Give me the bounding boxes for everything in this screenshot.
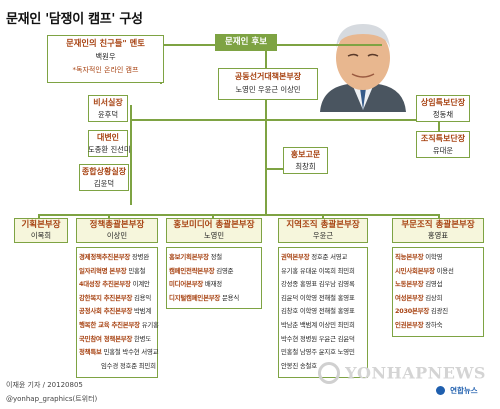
connector [265,44,267,215]
credit-line: 이재윤 기자 / 20120805 [6,381,83,389]
division-policy-header: 정책총괄본부장 [76,218,158,243]
chief-secretary-box [88,95,128,122]
list-item: 김윤덕 이학영 전해철 홍영표 [281,293,355,302]
list-item: 직능본부장 이학영 [395,253,443,261]
list-item: 인권본부장 장하숙 [395,320,443,329]
division-policy-label: 정책총괄본부장 [89,220,145,230]
list-item: 정책특보 민홍철 박수현 서영교 [79,348,159,357]
resident-chief-label: 상임특보단장 [420,98,466,107]
mentor-name: 백원우 [95,52,116,61]
resident-chief-name: 정동채 [432,110,454,119]
connector [130,105,132,205]
situation-room-name: 김윤덕 [93,179,115,188]
pr-advisor-box [283,147,328,174]
division-sector-name: 홍영표 [427,231,449,240]
list-item: 2030본부장 김광진 [395,307,448,316]
list-item: 시민사회본부장 이용선 [395,266,454,275]
regional-list: 권역본부장 정호준 서영교 유기홍 유대운 이목희 최민희 강성종 홍영표 김우… [278,247,368,378]
division-media-name: 노영민 [203,231,225,240]
list-item: 강한복지 추진본부장 김용익 [79,293,152,302]
sector-list: 직능본부장 이학영 시민사회본부장 이용선 노동본부장 김영섭 여성본부장 김상… [392,247,484,337]
division-regional-name: 우윤근 [312,231,334,240]
spokesperson-box [88,130,128,157]
list-item: 캠페인전략본부장 김영준 [169,266,234,275]
resident-chief-box [416,95,470,122]
connector [266,168,283,170]
list-item: 권역본부장 정호준 서영교 [281,253,348,261]
list-item: 민홍철 남영주 윤지호 노영민 [281,348,355,357]
watermark: YONHAPNEWS [318,362,486,384]
candidate-box: 문재인 후보 [215,34,277,51]
chief-secretary-name: 윤후덕 [97,110,119,119]
mentor-box [47,35,164,83]
list-item: 김창호 이학영 전해철 홍영표 [281,307,355,316]
list-item: 국민참여 정책본부장 한병도 [79,334,152,343]
spokesperson-names: 도종환 진선미 [88,145,131,154]
pr-advisor-label: 홍보고문 [290,150,321,159]
list-item: 안봉진 송철호 [281,361,317,370]
pr-advisor-name: 최창희 [295,162,316,171]
division-sector-label: 부문조직 총괄본부장 [401,220,475,230]
list-item: 유기홍 유대운 이목희 최민희 [281,266,355,275]
situation-room-box [79,164,129,191]
connector [212,214,214,220]
connector [438,214,440,220]
division-regional-header: 지역조직 총괄본부장 [278,218,368,243]
media-list: 홍보기획본부장 정철 캠페인전략본부장 김영준 미디어본부장 배재정 디지털캠페… [166,247,262,309]
spokesperson-label: 대변인 [96,133,120,142]
org-special-box [416,131,470,158]
division-policy-name: 이상민 [106,231,128,240]
division-planning-name: 이목희 [30,231,52,240]
list-item: 디지털캠페인본부장 문용식 [169,293,240,302]
division-planning-label: 기획본부장 [21,220,61,230]
list-item: 노동본부장 김영섭 [395,280,443,289]
list-item: 여성본부장 김상희 [395,293,443,302]
list-item: 강성종 홍영표 김우남 김영록 [281,280,355,289]
mentor-note: *독자적인 온라인 캠프 [72,66,139,74]
mentor-label: 문재인의 친구들" 멘토 [66,38,145,48]
list-item: 미디어본부장 배재정 [169,280,222,289]
watermark-text: YONHAPNEWS [345,363,486,383]
list-item: 박남춘 백범계 이상민 최민희 [281,320,355,329]
list-item: 박수현 정병원 우윤근 김윤덕 [281,334,355,343]
connector [108,214,110,220]
division-media-label: 홍보미디어 총괄본부장 [173,220,255,230]
list-item: 일자리혁명 본부장 민홍철 [79,266,146,275]
list-item: 4대성장 추진본부장 이계안 [79,280,150,289]
division-media-header: 홍보미디어 총괄본부장 [166,218,262,243]
chief-secretary-label: 비서실장 [93,98,123,107]
division-sector-header: 부문조직 총괄본부장 [392,218,484,243]
policy-list: 경제정책추진본부장 장병완 일자리혁명 본부장 민홍철 4대성장 추진본부장 이… [76,247,159,378]
yonhap-logo: 연합뉴스 [436,380,478,399]
watermark-circle-icon [318,362,340,384]
list-item: 공정사회 추진본부장 박범계 [79,307,152,316]
cochair-names: 노영민 우윤근 이상민 [235,85,301,94]
division-planning-header: 기획본부장 [14,218,68,243]
credit-handle: @yonhap_graphics(트위터) [6,395,98,403]
connector [130,119,440,121]
org-special-name: 유대운 [432,146,454,155]
division-regional-label: 지역조직 총괄본부장 [286,220,360,230]
list-item: 행복한 교육 추진본부장 유기홍 [79,320,159,329]
page-title: 문재인 '담쟁이 캠프' 구성 [6,12,143,27]
logo-text: 연합뉴스 [450,386,478,395]
list-item: 홍보기획본부장 정철 [169,253,222,261]
list-item: 경제정책추진본부장 장병완 [79,253,150,261]
cochair-box [218,68,318,100]
situation-room-label: 종합상황실장 [81,167,127,176]
connector [322,214,324,220]
org-special-label: 조직특보단장 [420,134,466,143]
cochair-label: 공동선거대책본부장 [234,72,302,81]
logo-mark-icon [436,386,445,395]
connector [38,214,40,220]
candidate-portrait [320,24,406,112]
list-item: 임수경 정호준 최민희 [101,361,156,370]
connector [38,214,440,216]
